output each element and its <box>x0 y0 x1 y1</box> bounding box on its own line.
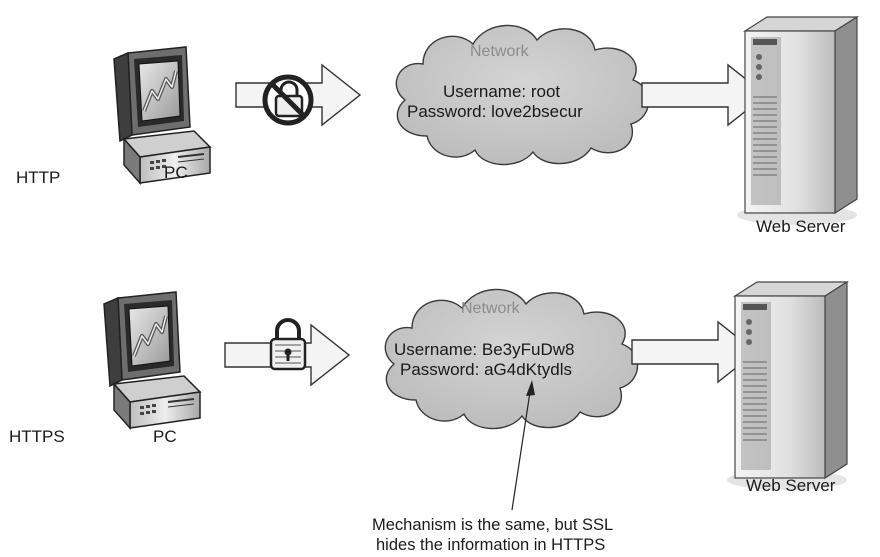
pointer-line <box>511 391 531 511</box>
note-line-2: hides the information in HTTPS <box>376 536 606 554</box>
pc-label: PC <box>164 163 188 182</box>
network-title: Network <box>461 300 520 317</box>
no-lock-icon <box>262 74 314 126</box>
pc-label: PC <box>153 427 177 446</box>
network-title: Network <box>470 43 529 60</box>
protocol-label: HTTPS <box>9 427 65 446</box>
protocol-label: HTTP <box>16 168 61 187</box>
pc-icon <box>102 290 202 430</box>
username-text: Username: root <box>443 82 561 101</box>
pc-icon <box>112 45 212 185</box>
note-line-1: Mechanism is the same, but SSL <box>372 516 614 534</box>
username-text: Username: Be3yFuDw8 <box>394 340 575 359</box>
server-icon <box>736 16 858 226</box>
server-label: Web Server <box>756 217 846 236</box>
server-icon <box>726 281 848 491</box>
server-label: Web Server <box>746 476 836 495</box>
password-text: Password: love2bsecur <box>407 102 583 121</box>
pointer-arrowhead <box>526 380 535 396</box>
password-text: Password: aG4dKtydls <box>400 360 572 379</box>
padlock-icon <box>269 318 307 371</box>
